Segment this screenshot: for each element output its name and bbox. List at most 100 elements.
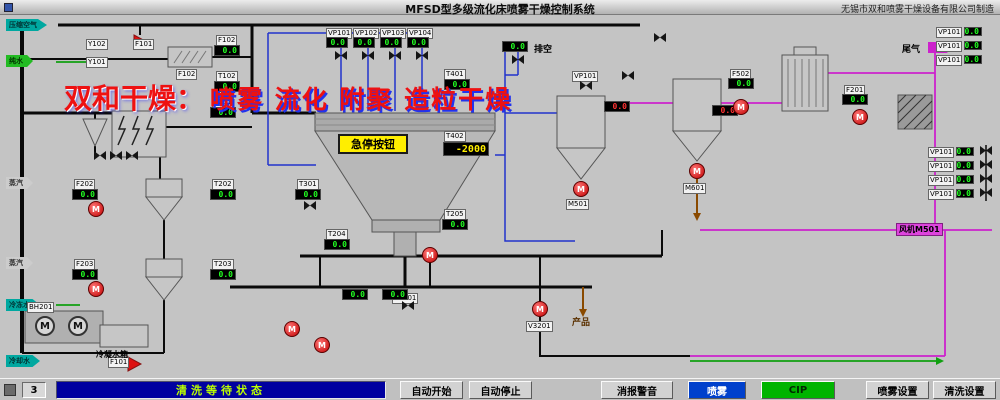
instrument-tag: V3201 xyxy=(526,321,553,332)
stream-arrow: 蒸汽 xyxy=(6,177,33,189)
value-display: 0.0 xyxy=(72,189,98,200)
tank-motor: M xyxy=(35,316,55,336)
emergency-stop-button[interactable]: 急停按钮 xyxy=(338,134,408,154)
instrument-tag: M501 xyxy=(566,199,590,210)
instrument-tag: Y102 xyxy=(86,39,108,50)
instrument-tag: VP101 xyxy=(928,161,955,172)
value-display: 0.0 xyxy=(210,269,236,280)
valve-icon[interactable] xyxy=(126,151,138,160)
motor-pump[interactable]: M xyxy=(422,247,438,263)
value-display: 0.0 xyxy=(604,101,630,112)
stream-arrow: 纯水 xyxy=(6,55,33,67)
instrument-tag: VP101 xyxy=(928,175,955,186)
motor-pump[interactable]: M xyxy=(88,201,104,217)
value-display: 0.0 xyxy=(324,239,350,250)
title-bar: MFSD型多级流化床喷雾干燥控制系统 无锡市双和喷雾干燥设备有限公司制造 xyxy=(0,0,1000,16)
motor-pump[interactable]: M xyxy=(852,109,868,125)
valve-icon[interactable] xyxy=(980,188,992,197)
instrument-tag: F102 xyxy=(176,69,198,80)
instrument-tag: VP101 xyxy=(928,147,955,158)
value-display: 0.0 xyxy=(842,94,868,105)
valve-icon[interactable] xyxy=(980,174,992,183)
valve-icon[interactable] xyxy=(622,71,634,80)
value-display: 0.0 xyxy=(442,219,468,230)
spray-settings-button[interactable]: 喷雾设置 xyxy=(866,381,929,399)
motor-pump[interactable]: M xyxy=(733,99,749,115)
value-display: 0.0 xyxy=(353,37,375,48)
area-label: 风机M501 xyxy=(896,223,943,236)
valve-icon[interactable] xyxy=(580,81,592,90)
mute-alarm-button[interactable]: 消报警音 xyxy=(601,381,673,399)
value-display: 0.0 xyxy=(380,37,402,48)
motor-pump[interactable]: M xyxy=(573,181,589,197)
instrument-tag: VP101 xyxy=(936,55,963,66)
value-display: 0.0 xyxy=(72,269,98,280)
value-display: 0.0 xyxy=(295,189,321,200)
stream-arrow: 压缩空气 xyxy=(6,19,47,31)
bottom-bar: 3 清洗等待状态 自动开始自动停止 消报警音喷雾 CIP 喷雾设置清洗设置 xyxy=(0,378,1000,400)
valve-icon[interactable] xyxy=(416,51,428,60)
value-display: 0.0 xyxy=(210,189,236,200)
company-label: 无锡市双和喷雾干燥设备有限公司制造 xyxy=(840,5,994,15)
clean-settings-button[interactable]: 清洗设置 xyxy=(933,381,996,399)
status-bar: 清洗等待状态 xyxy=(56,381,386,399)
valve-icon[interactable] xyxy=(980,160,992,169)
tank-motor: M xyxy=(68,316,88,336)
motor-pump[interactable]: M xyxy=(314,337,330,353)
instrument-tag: BH201 xyxy=(27,302,55,313)
motor-pump[interactable]: M xyxy=(689,163,705,179)
area-label: 产品 xyxy=(572,318,591,328)
value-display: 0.0 xyxy=(956,189,974,198)
motor-pump[interactable]: M xyxy=(284,321,300,337)
page-title: MFSD型多级流化床喷雾干燥控制系统 xyxy=(405,3,595,16)
value-display: 0.0 xyxy=(956,147,974,156)
cip-button[interactable]: CIP xyxy=(761,381,835,399)
value-display: 0.0 xyxy=(444,79,470,90)
value-display: 0.0 xyxy=(502,41,528,52)
auto-start-button[interactable]: 自动开始 xyxy=(400,381,463,399)
instrument-tag: M601 xyxy=(683,183,707,194)
instrument-tag: Y101 xyxy=(86,57,108,68)
stream-arrow: 冷却水 xyxy=(6,355,40,367)
counter-box: 3 xyxy=(22,382,46,398)
valve-icon[interactable] xyxy=(110,151,122,160)
pipes-layer xyxy=(20,23,992,372)
value-display: 0.0 xyxy=(956,175,974,184)
value-display: 0.0 xyxy=(728,78,754,89)
value-display: 0.0 xyxy=(964,27,982,36)
value-display: 0.0 xyxy=(214,45,240,56)
value-display: 0.0 xyxy=(382,289,408,300)
value-display: 0.0 xyxy=(407,37,429,48)
value-display: 0.0 xyxy=(956,161,974,170)
corner-icon xyxy=(4,384,16,396)
value-display: 0.0 xyxy=(210,107,236,118)
value-display: 0.0 xyxy=(964,41,982,50)
value-display: 0.0 xyxy=(342,289,368,300)
instrument-tag: VP101 xyxy=(572,71,599,82)
instrument-tag: F101 xyxy=(108,357,130,368)
auto-stop-button[interactable]: 自动停止 xyxy=(469,381,532,399)
valve-icon[interactable] xyxy=(335,51,347,60)
area-label: 冷凝水箱 xyxy=(96,350,128,359)
motor-pump[interactable]: M xyxy=(532,301,548,317)
valve-icon[interactable] xyxy=(304,201,316,210)
value-display: 0.0 xyxy=(964,55,982,64)
instrument-tag: VP101 xyxy=(928,189,955,200)
valve-icon[interactable] xyxy=(389,51,401,60)
value-display: -2000 xyxy=(443,142,489,156)
area-label: 排空 xyxy=(534,45,553,55)
valve-icon[interactable] xyxy=(362,51,374,60)
valve-icon[interactable] xyxy=(512,55,524,64)
valve-icon[interactable] xyxy=(94,151,106,160)
app-icon xyxy=(4,3,13,12)
value-display: 0.0 xyxy=(214,81,240,92)
valve-icon[interactable] xyxy=(402,301,414,310)
valve-icon[interactable] xyxy=(654,33,666,42)
motor-pump[interactable]: M xyxy=(88,281,104,297)
valve-icon[interactable] xyxy=(980,146,992,155)
instrument-tag: VP101 xyxy=(936,27,963,38)
area-label: 尾气 xyxy=(902,45,921,55)
spray-button[interactable]: 喷雾 xyxy=(688,381,746,399)
value-display: 0.0 xyxy=(326,37,348,48)
